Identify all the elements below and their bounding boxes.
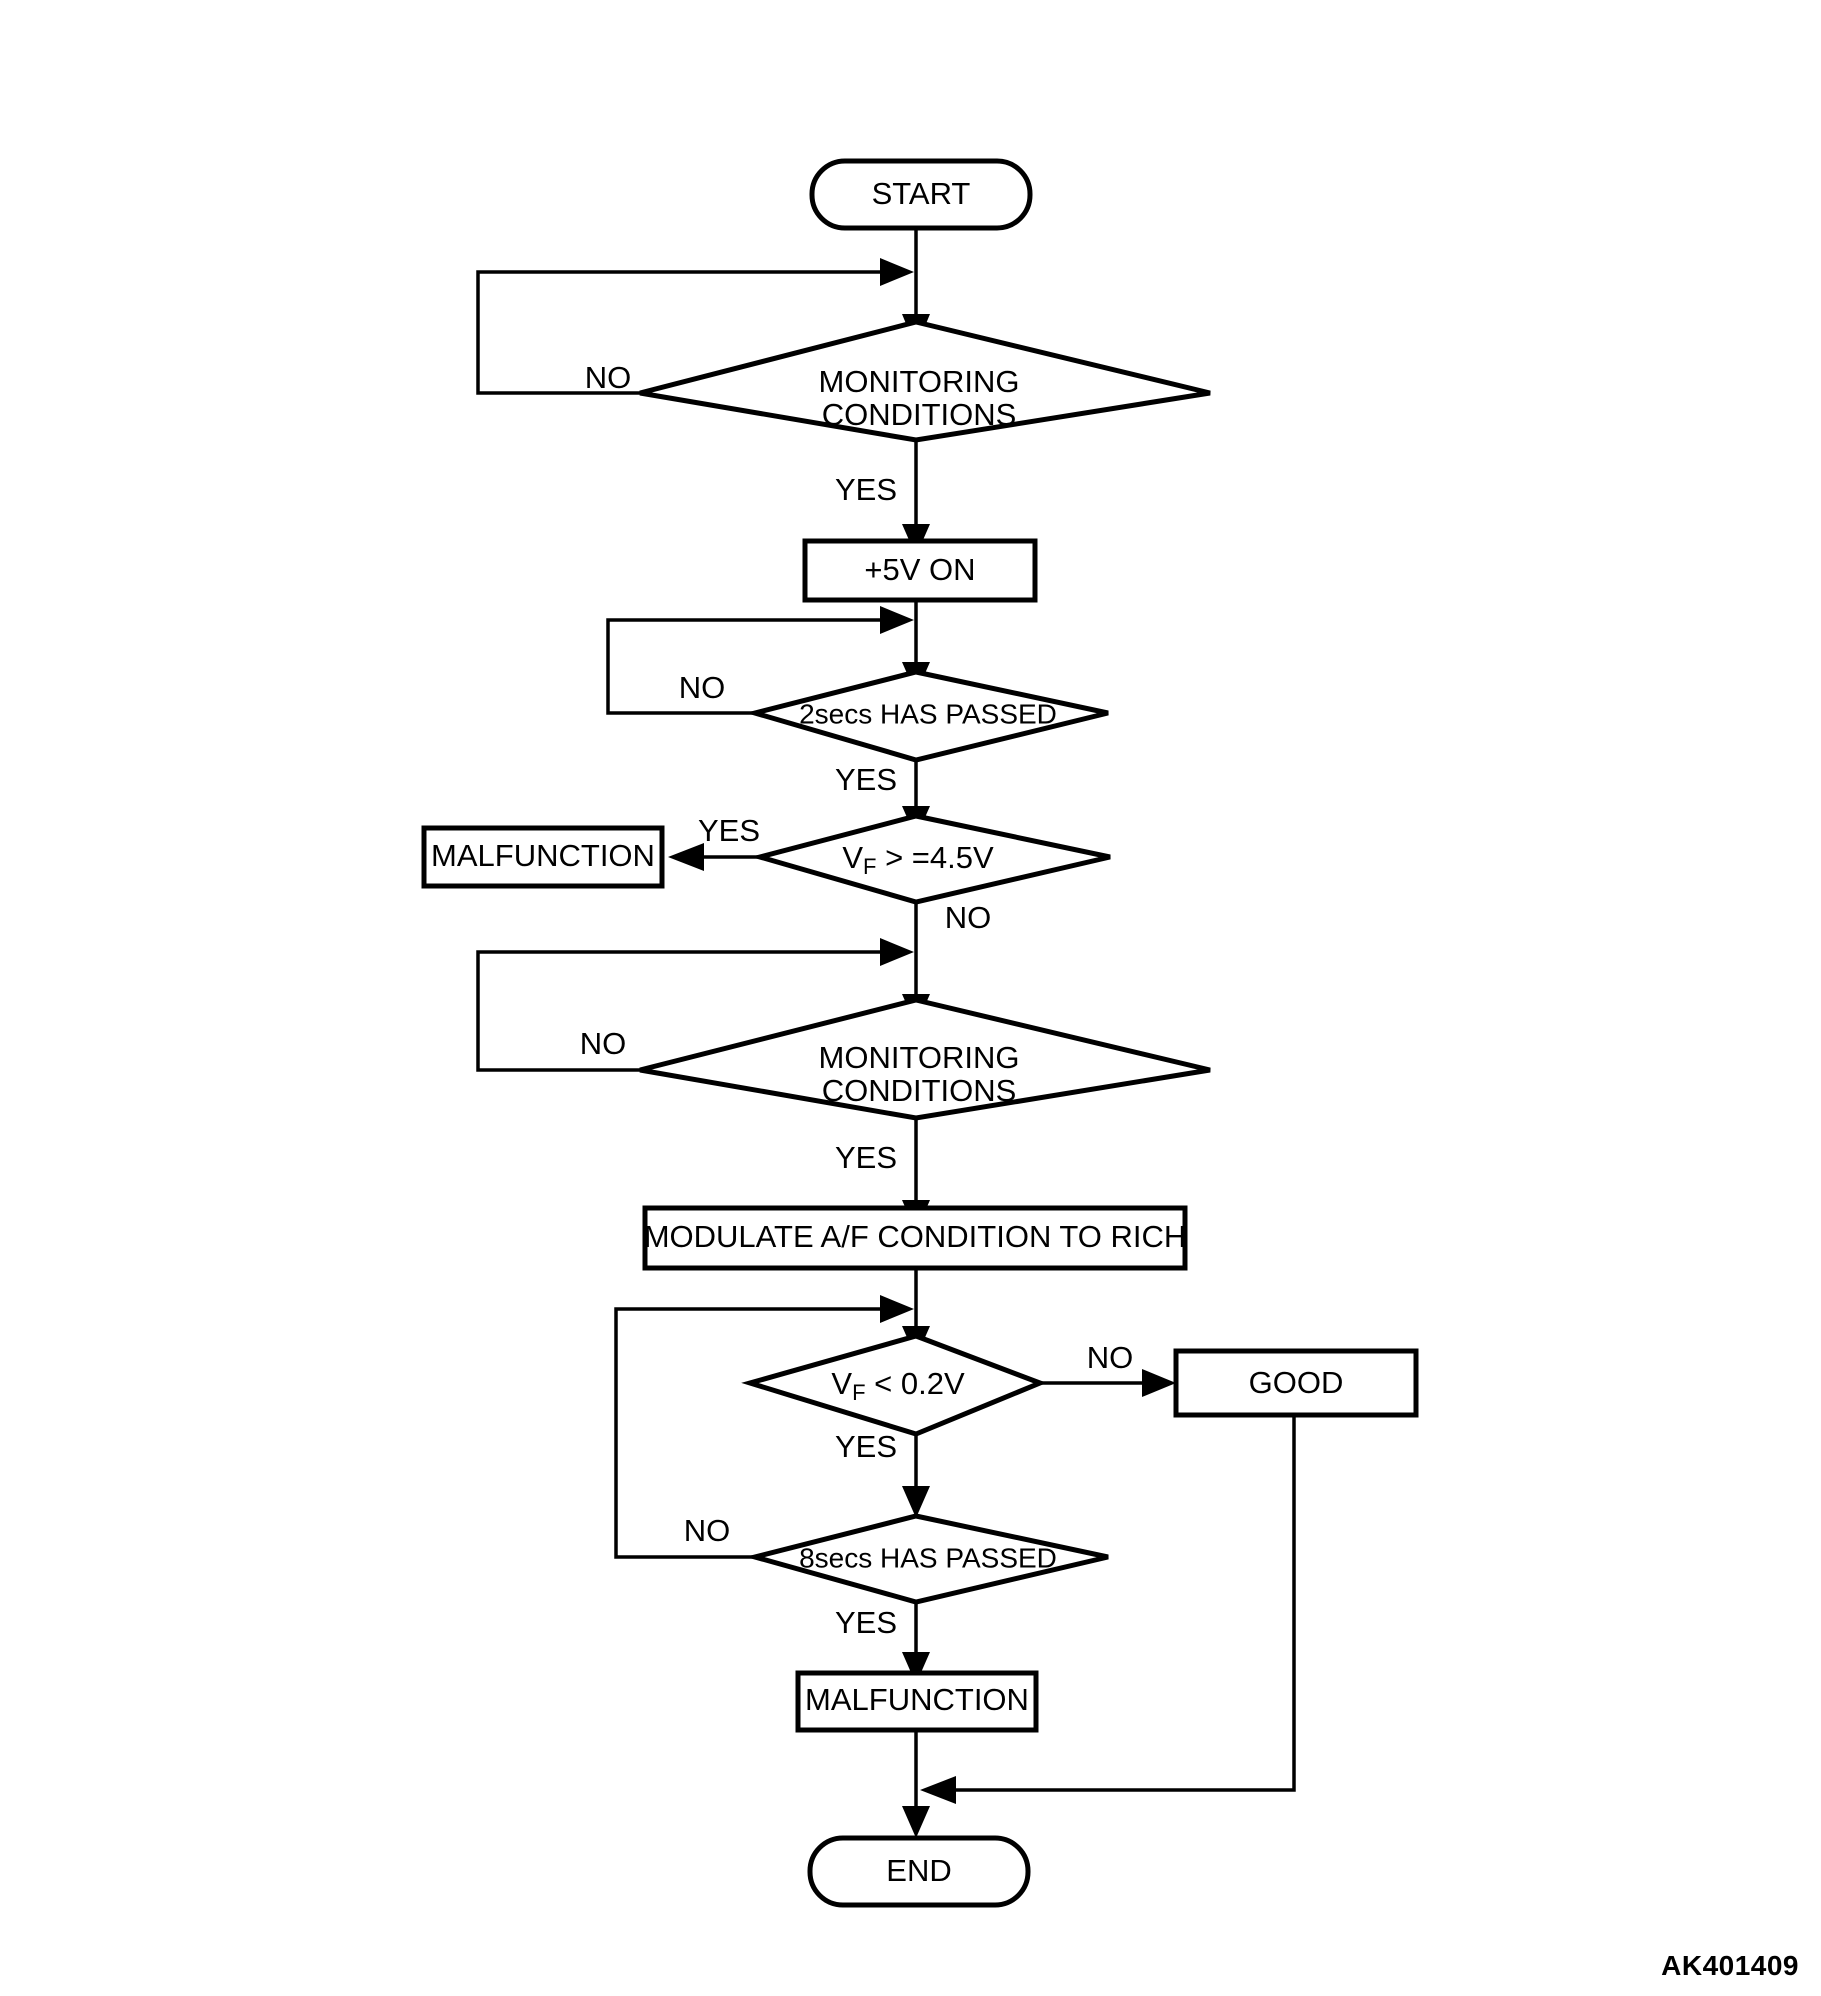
- modulate-af-label: MODULATE A/F CONDITION TO RICH: [644, 1219, 1187, 1254]
- arrowhead-8secs-no-loop: [880, 1295, 914, 1323]
- arrowhead-malfunction2-to-end: [902, 1806, 930, 1838]
- five-volt-on-label: +5V ON: [864, 552, 975, 587]
- edge-label-mc1-yes: YES: [835, 472, 897, 507]
- edge-label-vf02-no: NO: [1087, 1340, 1134, 1375]
- arrowhead-8secs-yes-to-malfunction2: [902, 1652, 930, 1684]
- two-secs-label: 2secs HAS PASSED: [799, 698, 1057, 729]
- node-two-secs-passed[interactable]: 2secs HAS PASSED: [745, 669, 1109, 763]
- mc2-decision-shape: [639, 997, 1211, 1121]
- node-monitoring-conditions-2[interactable]: MONITORING CONDITIONS: [639, 997, 1211, 1121]
- arrowhead-mc2-no-loop: [880, 938, 914, 966]
- node-malfunction-2[interactable]: MALFUNCTION: [795, 1670, 1039, 1733]
- arrowhead-good-join: [920, 1776, 956, 1804]
- modulate-af-shape: [642, 1205, 1188, 1271]
- node-vf-ge-4-5v[interactable]: VF > =4.5V: [750, 813, 1111, 905]
- mc1-label-line2: CONDITIONS: [822, 397, 1017, 432]
- good-label: GOOD: [1249, 1365, 1344, 1400]
- node-good[interactable]: GOOD: [1173, 1348, 1419, 1418]
- arrowhead-vf45-yes-to-malfunction: [668, 843, 704, 871]
- start-terminator-shape: [809, 158, 1033, 231]
- mc1-decision-shape: [639, 319, 1211, 443]
- mc1-label-line1: MONITORING: [819, 364, 1020, 399]
- vf45-decision-shape: [750, 813, 1111, 905]
- node-monitoring-conditions-1[interactable]: MONITORING CONDITIONS: [639, 319, 1211, 443]
- node-five-volt-on[interactable]: +5V ON: [802, 538, 1038, 603]
- node-eight-secs-passed[interactable]: 8secs HAS PASSED: [745, 1513, 1109, 1605]
- eight-secs-label: 8secs HAS PASSED: [799, 1542, 1057, 1573]
- start-label: START: [872, 176, 971, 211]
- good-shape: [1173, 1348, 1419, 1418]
- figure-reference-code: AK401409: [1661, 1950, 1799, 1981]
- edge-label-vf45-no: NO: [945, 900, 992, 935]
- arrowhead-vf02-yes-to-8secs: [902, 1486, 930, 1518]
- node-vf-lt-0-2v[interactable]: VF < 0.2V: [741, 1333, 1047, 1437]
- vf02-decision-shape: [741, 1333, 1047, 1437]
- edge-label-mc2-no: NO: [580, 1026, 627, 1061]
- node-malfunction-1[interactable]: MALFUNCTION: [421, 825, 665, 889]
- malfunction-1-label: MALFUNCTION: [431, 838, 655, 873]
- edge-label-8secs-yes: YES: [835, 1605, 897, 1640]
- mc2-label-line1: MONITORING: [819, 1040, 1020, 1075]
- edge-mc2-no-loop: [476, 950, 880, 1072]
- arrowhead-2secs-no-loop: [880, 606, 914, 634]
- malfunction-2-label: MALFUNCTION: [805, 1682, 1029, 1717]
- edge-label-2secs-no: NO: [679, 670, 726, 705]
- edge-label-vf45-yes: YES: [698, 813, 760, 848]
- end-terminator-shape: [807, 1835, 1031, 1908]
- vf02-label: VF < 0.2V: [831, 1366, 965, 1405]
- malfunction-2-shape: [795, 1670, 1039, 1733]
- edge-good-to-end-join: [950, 1415, 1296, 1792]
- edge-label-8secs-no: NO: [684, 1513, 731, 1548]
- mc2-label-line2: CONDITIONS: [822, 1073, 1017, 1108]
- node-end[interactable]: END: [807, 1835, 1031, 1908]
- edge-label-vf02-yes: YES: [835, 1429, 897, 1464]
- five-volt-on-shape: [802, 538, 1038, 603]
- edge-label-mc2-yes: YES: [835, 1140, 897, 1175]
- edge-mc1-no-loop: [476, 270, 880, 395]
- edge-2secs-no-loop: [606, 618, 880, 715]
- edge-8secs-no-loop: [614, 1307, 880, 1559]
- node-start[interactable]: START: [809, 158, 1033, 231]
- arrowhead-mc1-no-loop: [880, 258, 914, 286]
- edge-label-mc1-no: NO: [585, 360, 632, 395]
- eight-secs-decision-shape: [745, 1513, 1109, 1605]
- two-secs-decision-shape: [745, 669, 1109, 763]
- end-label: END: [886, 1853, 951, 1888]
- vf45-label: VF > =4.5V: [842, 840, 994, 879]
- arrowhead-vf02-no-to-good: [1142, 1369, 1176, 1397]
- malfunction-1-shape: [421, 825, 665, 889]
- node-modulate-af[interactable]: MODULATE A/F CONDITION TO RICH: [642, 1205, 1188, 1271]
- edge-label-2secs-yes: YES: [835, 762, 897, 797]
